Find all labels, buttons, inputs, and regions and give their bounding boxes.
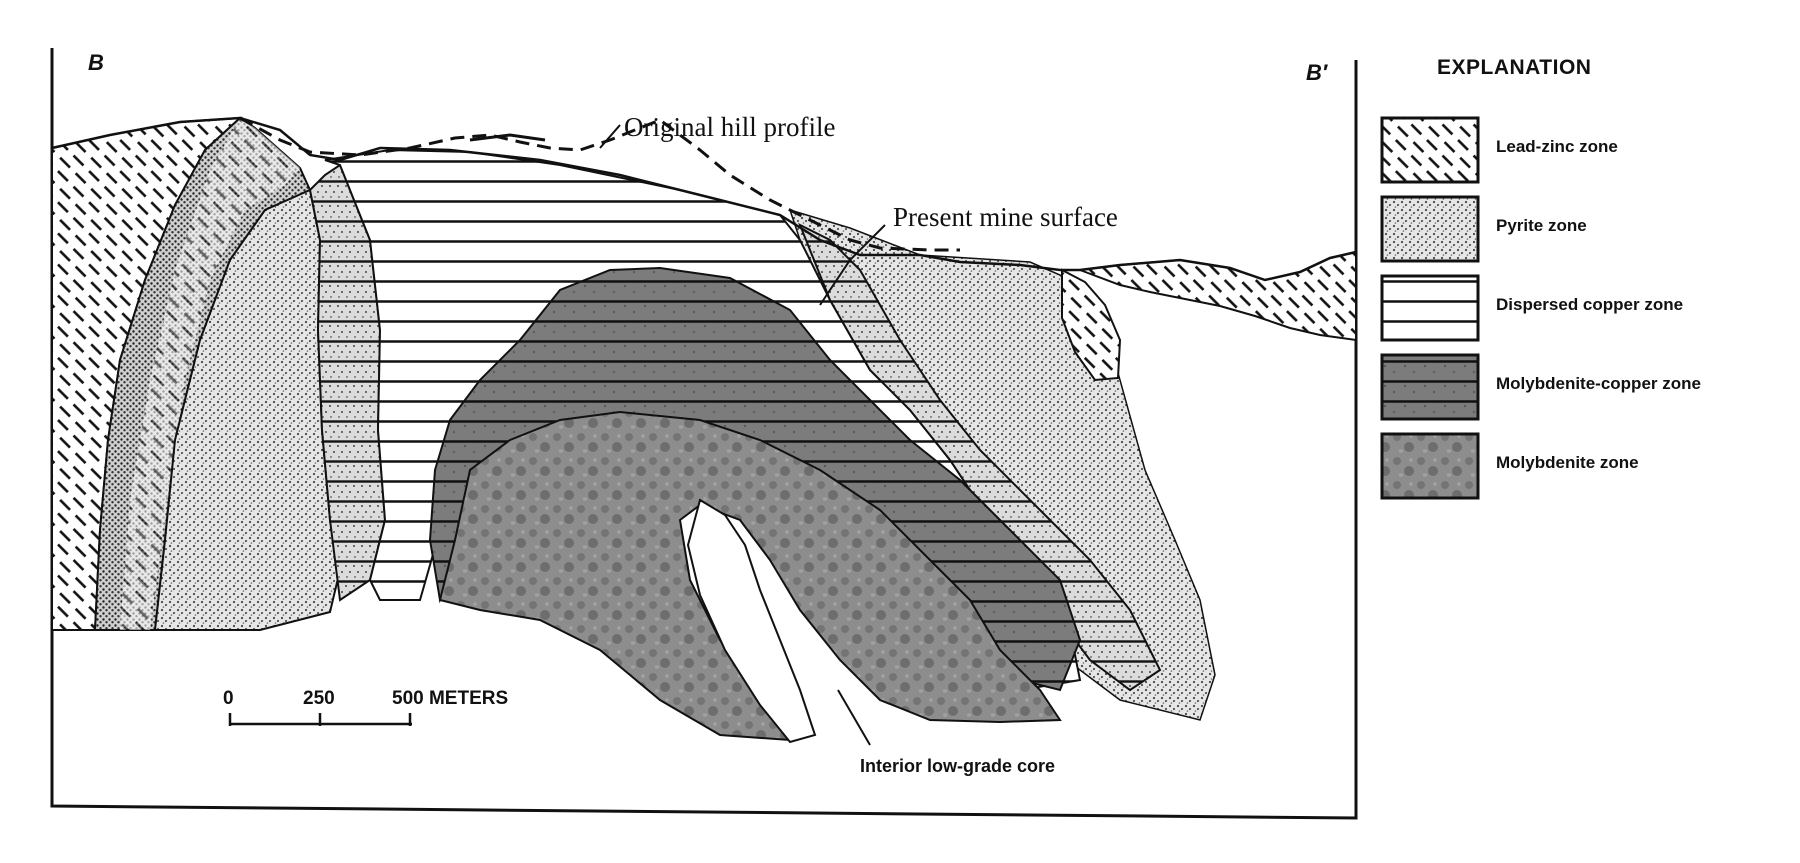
section-label-left: B xyxy=(88,50,104,75)
interior-low-grade-core xyxy=(686,498,817,744)
lead-zinc-overlay-band xyxy=(120,118,300,630)
legend-item-molybdenite: Molybdenite zone xyxy=(1382,434,1782,498)
legend-swatch-molybdenite-copper xyxy=(1380,353,1480,421)
legend-swatch-lead-zinc xyxy=(1380,116,1480,184)
original-hill-profile-label: Original hill profile xyxy=(624,112,836,142)
leader-original-hill xyxy=(599,124,621,149)
pyrite-lines-right-band xyxy=(798,222,1162,692)
legend-item-lead-zinc: Lead-zinc zone xyxy=(1382,118,1782,182)
leader-present-surface xyxy=(819,224,886,306)
legend-label: Pyrite zone xyxy=(1496,216,1587,235)
scale-bar xyxy=(228,713,412,726)
legend-item-molybdenite-copper: Molybdenite-copper zone xyxy=(1382,355,1782,419)
hill-profile-bump xyxy=(469,133,546,142)
interior-core-label: Interior low-grade core xyxy=(860,756,1056,776)
scale-tick-250: 250 xyxy=(303,688,335,709)
present-mine-surface-line xyxy=(51,116,1357,282)
lead-zinc-lens xyxy=(1061,268,1122,382)
molybdenite-zone xyxy=(438,410,1062,742)
leader-interior-core xyxy=(837,689,871,746)
legend-swatch-molybdenite xyxy=(1380,432,1480,500)
present-mine-surface-label: Present mine surface xyxy=(893,202,1118,232)
legend-label: Molybdenite-copper zone xyxy=(1496,374,1701,393)
section-label-right: B′ xyxy=(1306,60,1328,85)
original-hill-profile-line xyxy=(239,116,960,252)
legend-label: Molybdenite zone xyxy=(1496,453,1639,472)
scale-tick-500: 500 METERS xyxy=(392,688,509,709)
legend-label: Dispersed copper zone xyxy=(1496,295,1684,314)
legend-title: EXPLANATION xyxy=(1437,56,1592,79)
scale-tick-0: 0 xyxy=(223,688,234,709)
legend-label: Lead-zinc zone xyxy=(1496,137,1618,156)
legend-item-dispersed-copper: Dispersed copper zone xyxy=(1382,276,1782,340)
legend-swatch-dispersed-copper xyxy=(1380,274,1480,342)
legend-swatch-pyrite xyxy=(1380,195,1480,263)
legend-item-pyrite: Pyrite zone xyxy=(1382,197,1782,261)
